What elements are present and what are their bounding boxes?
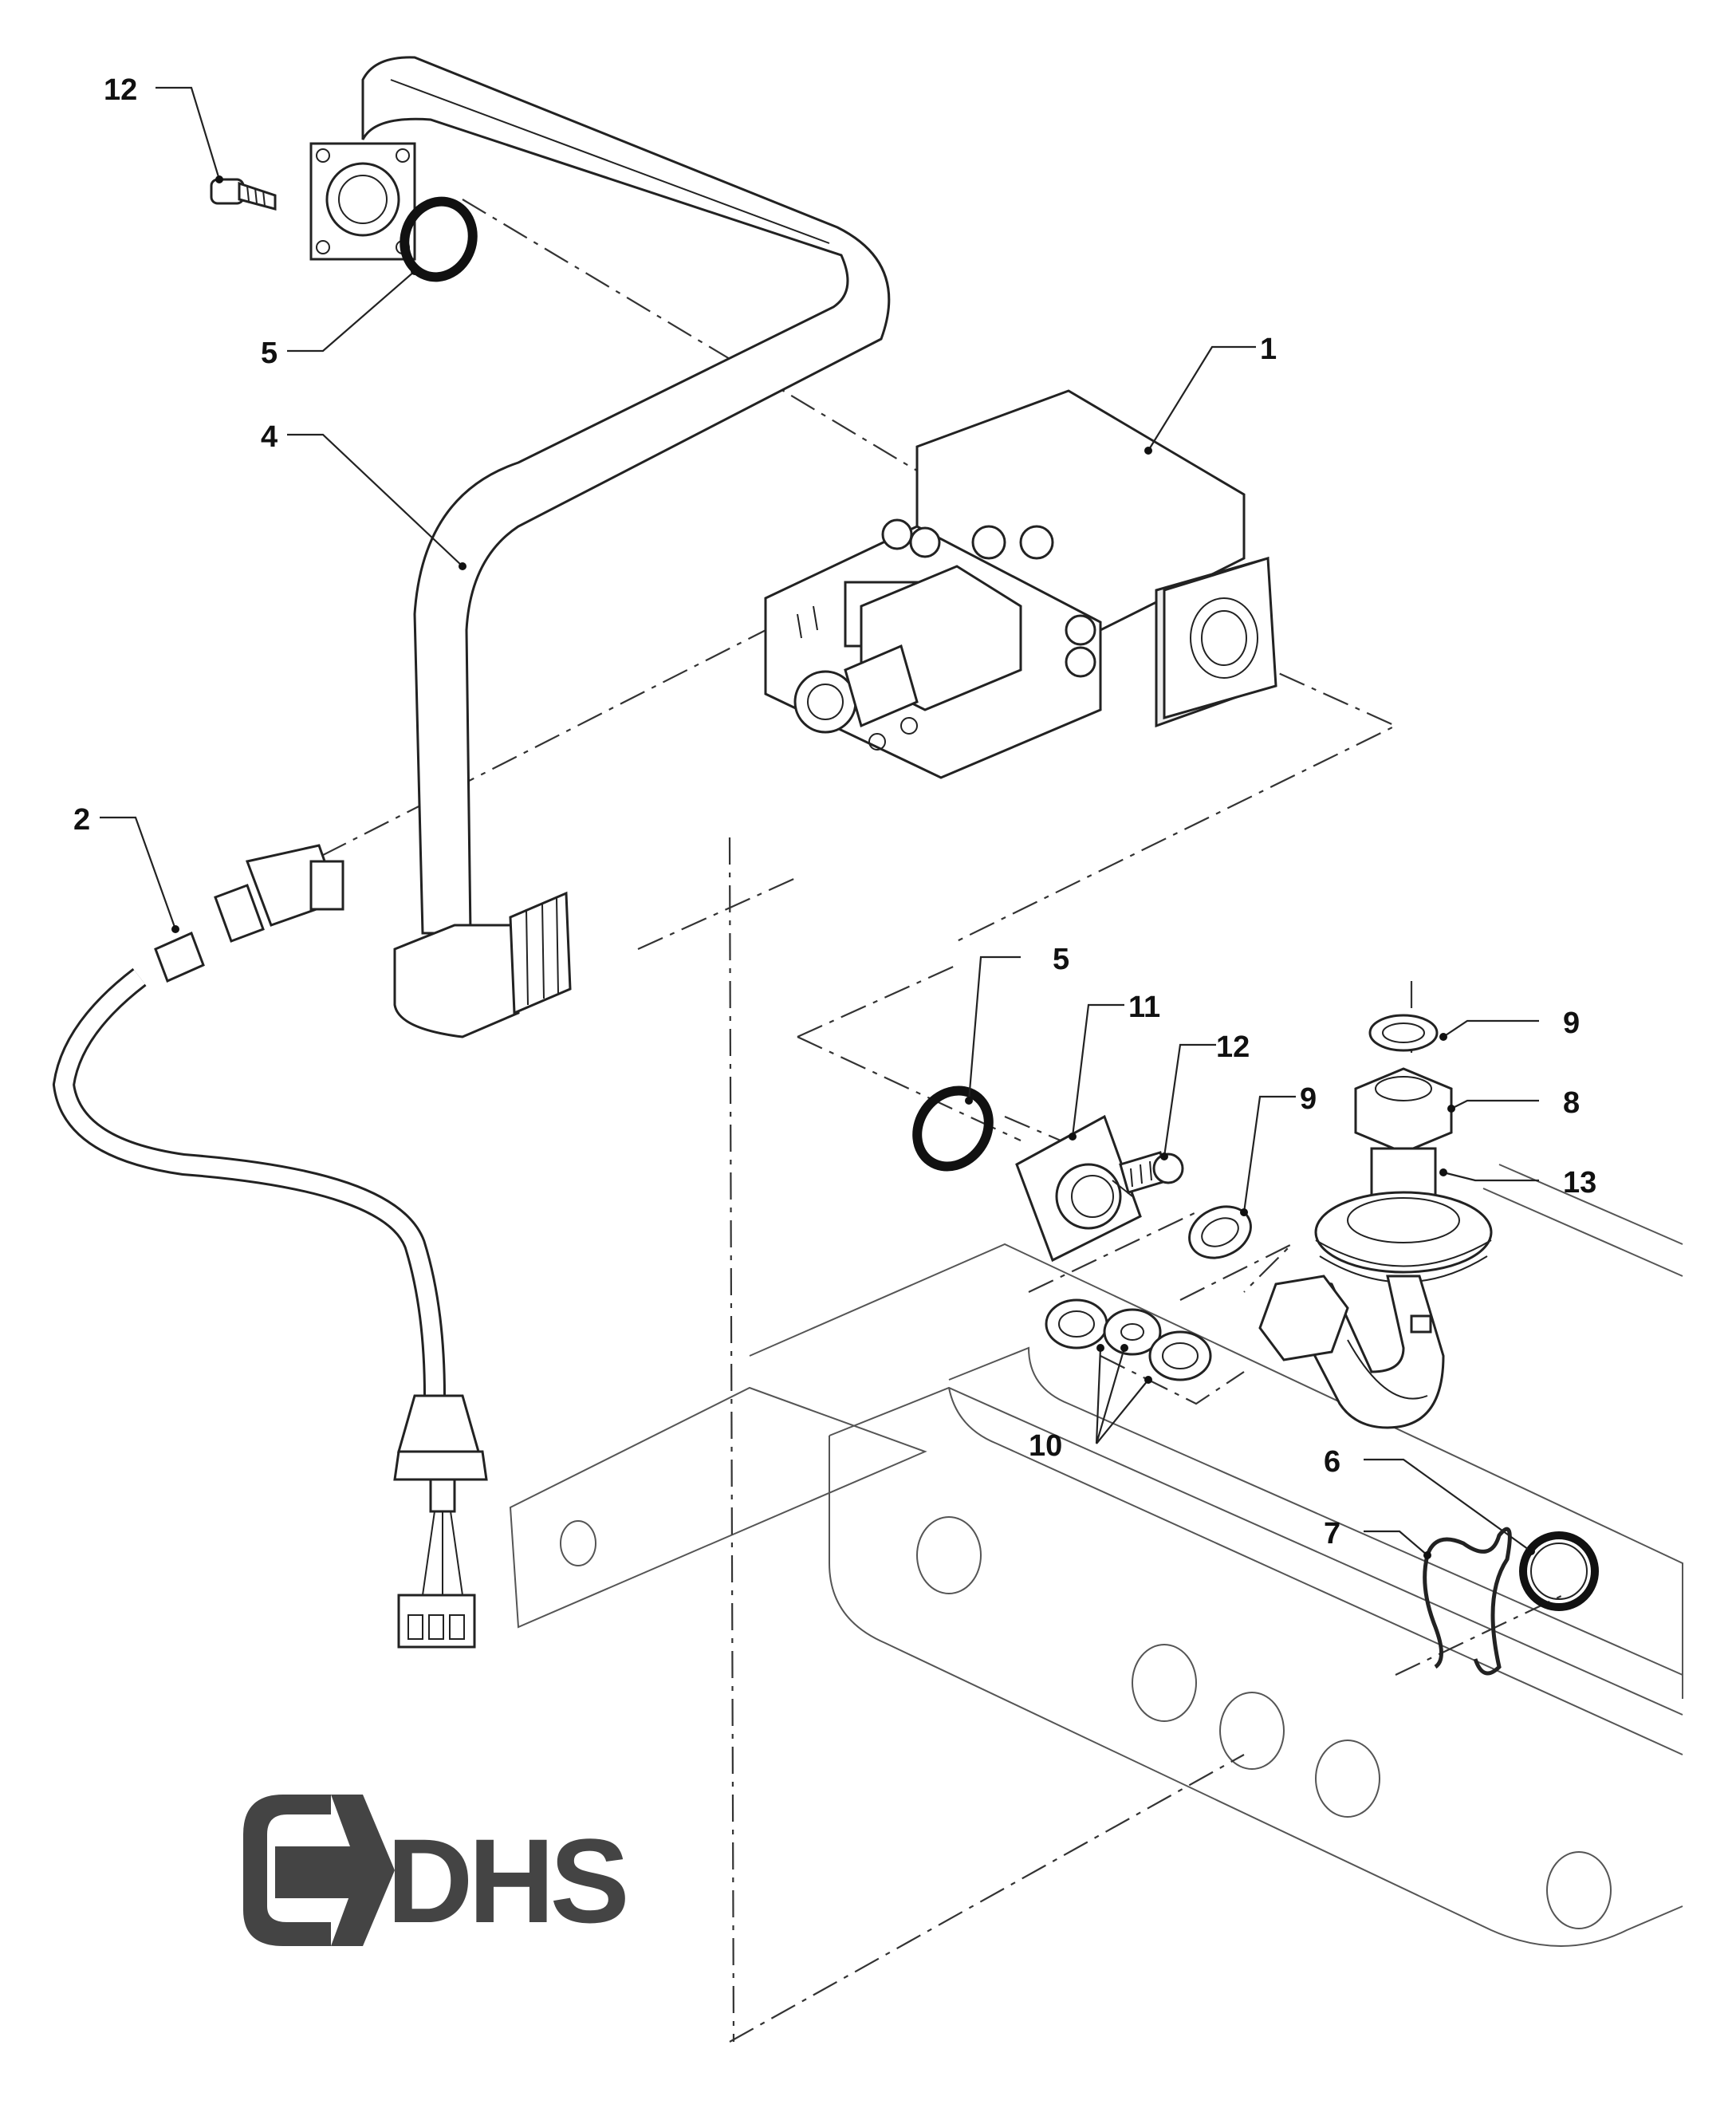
o-ring-lower	[912, 1085, 994, 1172]
screw-lower	[1119, 1151, 1184, 1194]
pipe-flange-lower	[1015, 1114, 1142, 1263]
cable-harness	[52, 844, 488, 1649]
callout-2: 2	[73, 803, 90, 837]
arrow-logo-icon	[243, 1795, 395, 1946]
callout-4: 4	[261, 420, 278, 454]
callout-12-lower: 12	[1216, 1030, 1250, 1064]
leader-dots	[171, 175, 1535, 1559]
gas-valve	[764, 389, 1277, 779]
retaining-clip	[1423, 1527, 1512, 1676]
washer-top	[1368, 1014, 1439, 1052]
callout-6: 6	[1324, 1445, 1340, 1479]
callout-11: 11	[1128, 991, 1160, 1024]
water-connector	[1258, 1067, 1493, 1429]
callout-9-middle: 9	[1300, 1082, 1317, 1116]
burner-housing	[749, 1164, 1683, 1947]
logo-text: DHS	[387, 1814, 626, 1948]
callout-13: 13	[1563, 1166, 1596, 1200]
mounting-bracket	[509, 1386, 927, 1629]
callout-5-top: 5	[261, 337, 278, 370]
washer-middle	[1188, 1205, 1252, 1259]
callout-7: 7	[1324, 1517, 1340, 1550]
callout-12-top: 12	[104, 73, 137, 107]
callout-5-lower: 5	[1053, 943, 1069, 976]
callout-9-top: 9	[1563, 1007, 1580, 1040]
leader-lines	[100, 86, 1539, 1556]
callout-1: 1	[1260, 333, 1277, 366]
assembly-lines	[278, 199, 1564, 2043]
screw-top	[210, 178, 277, 211]
callout-10: 10	[1029, 1429, 1062, 1463]
callout-labels: 12 5 4 1 2 5 11 12 9 9 8 13 10 6 7	[73, 73, 1596, 1550]
o-ring-top	[400, 196, 478, 282]
washer-set	[1045, 1298, 1212, 1381]
gas-pipe	[309, 56, 891, 1038]
o-ring-burner	[1519, 1531, 1599, 1611]
callout-8: 8	[1563, 1086, 1580, 1120]
dhs-logo: DHS	[243, 1795, 631, 1948]
